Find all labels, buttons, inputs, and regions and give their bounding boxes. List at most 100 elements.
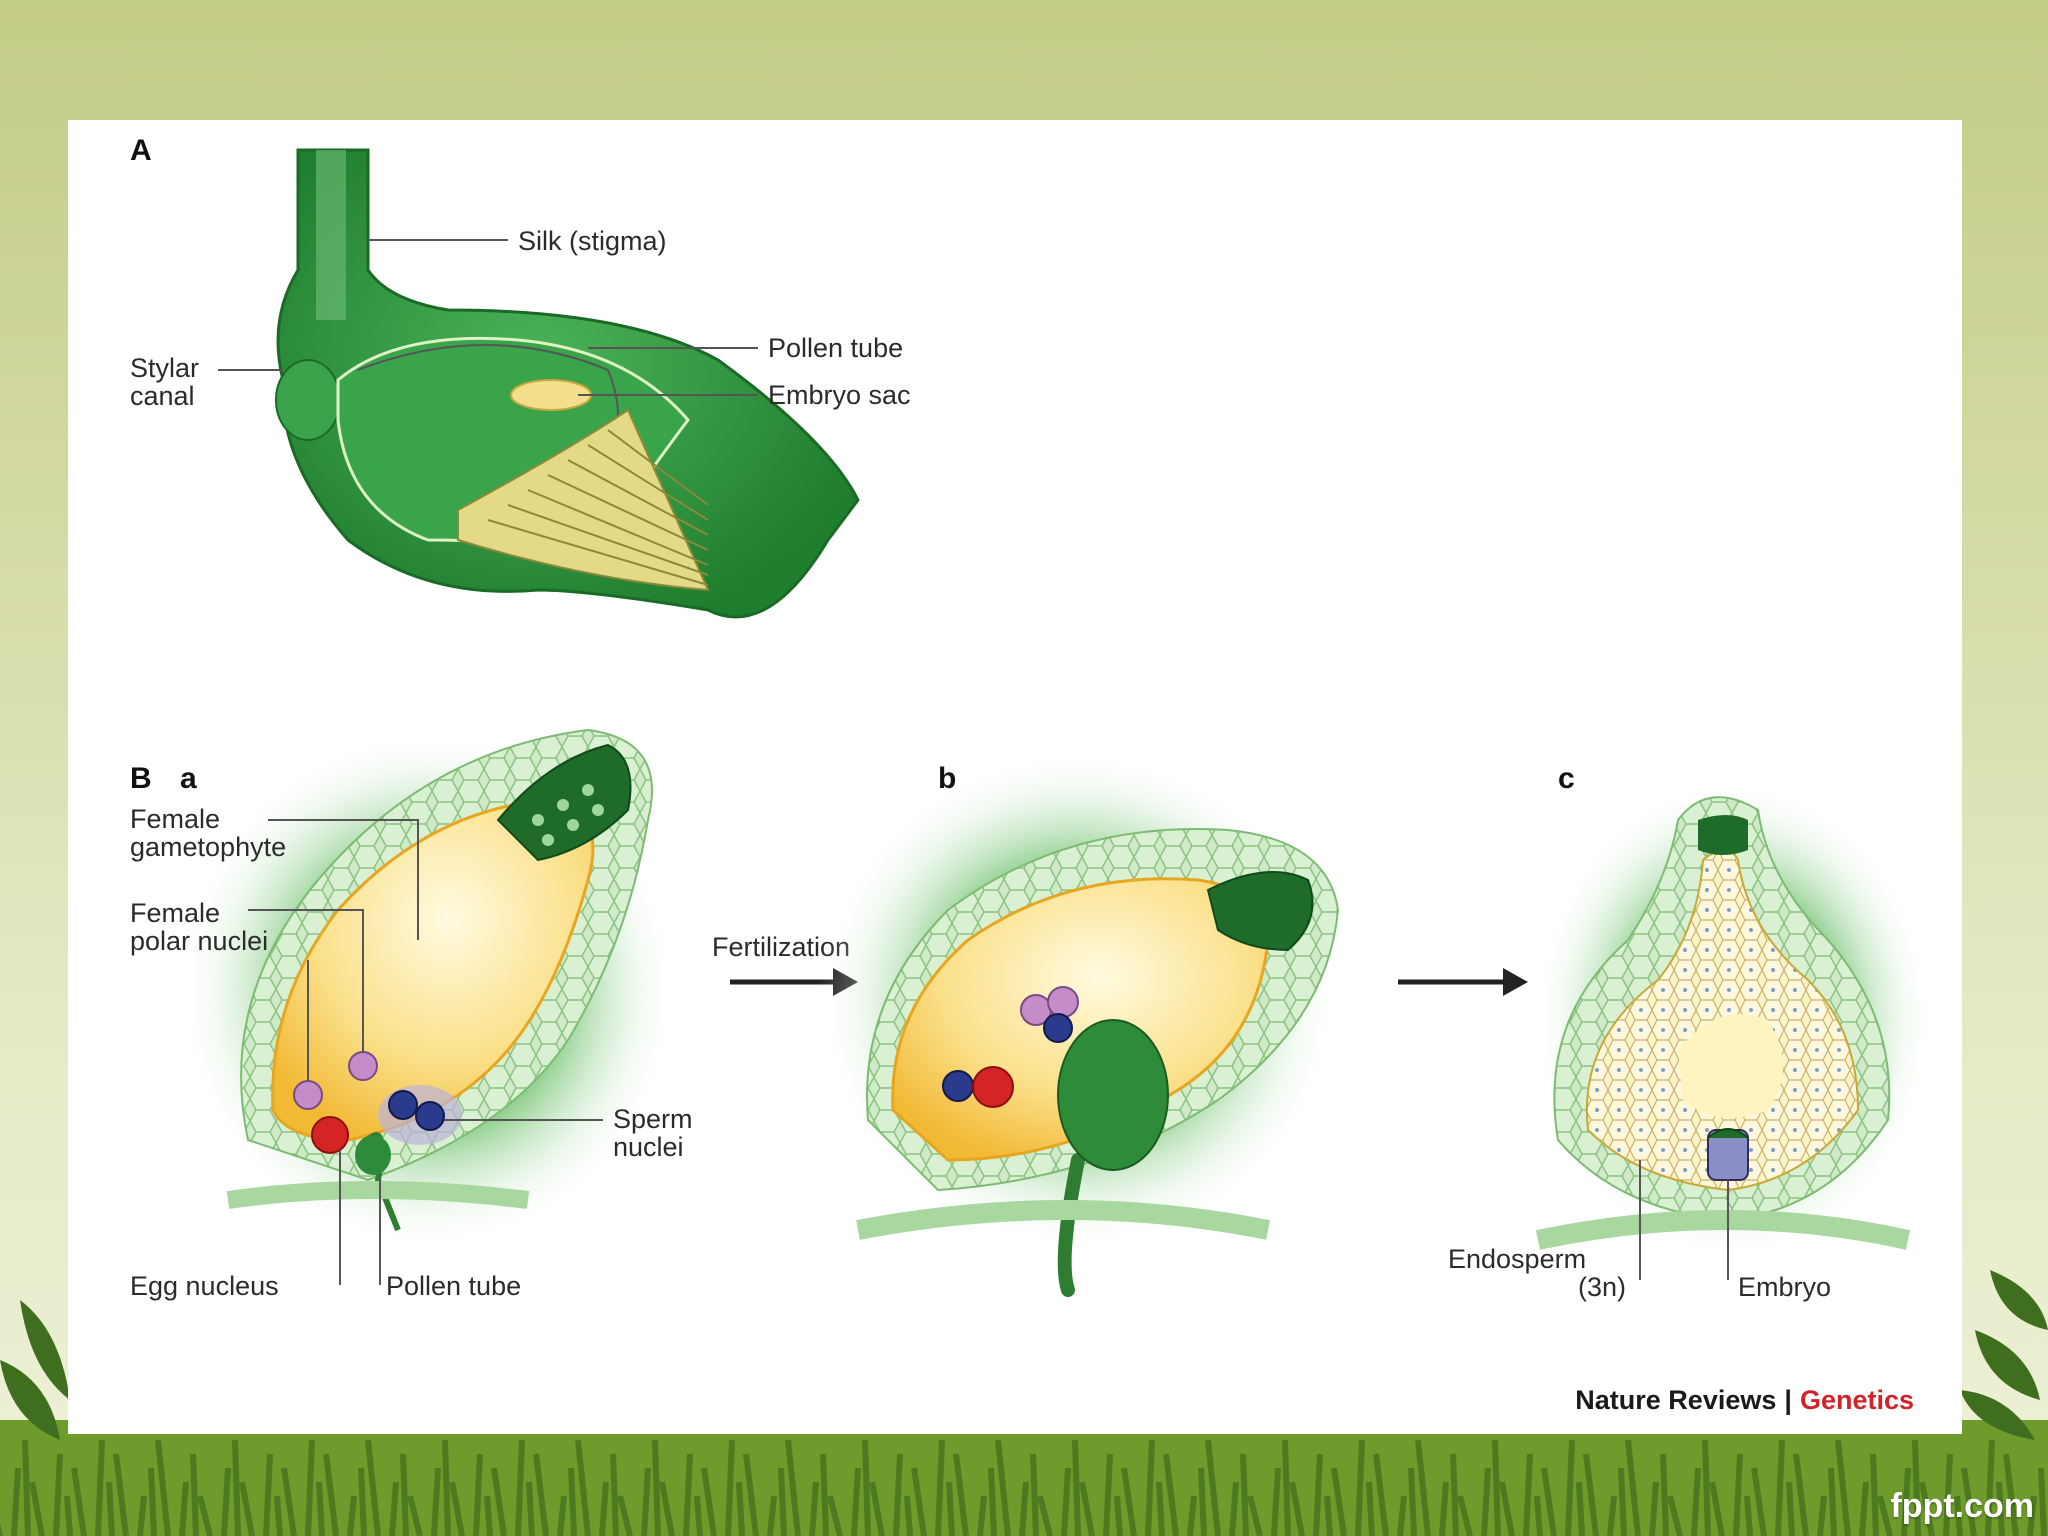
grass-blade <box>1187 1495 1197 1536</box>
grass-blade <box>316 1481 325 1536</box>
grass-blade <box>599 1481 609 1536</box>
central-sperm-nucleus <box>1043 1013 1073 1043</box>
grass-blade <box>1649 1481 1659 1536</box>
ovule-a <box>178 728 678 1250</box>
grass-blade <box>431 1467 441 1536</box>
grass-blade <box>2027 1495 2037 1536</box>
grass-blade <box>1660 1453 1669 1536</box>
grass-blade <box>1583 1453 1599 1536</box>
grass-blade <box>1079 1481 1095 1536</box>
grass-blade <box>1366 1481 1375 1536</box>
grass-blade <box>557 1495 567 1536</box>
central-cavity <box>1678 1014 1783 1118</box>
grass-blade <box>1271 1467 1281 1536</box>
grass-blade <box>1450 1453 1459 1536</box>
fertilization-diagram: A <box>130 134 1933 1302</box>
ovule-c-antipodal <box>1698 815 1748 855</box>
grass-blade <box>526 1481 535 1536</box>
ovule-a-embryo-sac <box>271 798 595 1142</box>
grass-blade <box>1408 1467 1417 1536</box>
stylar-canal-label-line1: Stylar <box>130 353 199 383</box>
ovule-c <box>1533 780 1933 1260</box>
silk-stigma-label: Silk (stigma) <box>518 226 667 256</box>
grass-blade <box>148 1467 157 1536</box>
grass-blade <box>778 1467 787 1536</box>
female-gametophyte-label-1: Female <box>130 804 220 834</box>
endosperm-label-1: Endosperm <box>1448 1244 1586 1274</box>
ovule-b-antipodal-cells <box>1206 871 1314 952</box>
panel-b-label: B <box>130 762 152 795</box>
sperm-nuclei-label-2: nuclei <box>613 1132 684 1162</box>
fppt-watermark: fppt.com <box>1890 1487 2034 1525</box>
grass-blade <box>1499 1481 1515 1536</box>
grass-blade <box>862 1439 871 1536</box>
polar-nuclei-leader-2 <box>248 909 364 1052</box>
fertilized-egg-nucleus <box>972 1066 1014 1108</box>
credit-publisher: Nature Reviews <box>1575 1385 1777 1415</box>
grass-blade <box>1415 1439 1431 1536</box>
leaf-right-decoration <box>1960 1270 2048 1440</box>
egg-nucleus-label: Egg nucleus <box>130 1271 279 1301</box>
grass-blade <box>281 1467 297 1536</box>
grass-blade <box>2003 1453 2019 1536</box>
pollen-tube-b-bulb <box>1057 1019 1169 1171</box>
grass-blade <box>64 1495 73 1536</box>
grass-blade <box>155 1439 171 1536</box>
grass-blade <box>29 1481 45 1536</box>
grass-blade <box>1954 1495 1963 1536</box>
grass-blade <box>11 1467 21 1536</box>
grass-blade <box>977 1495 987 1536</box>
ovule-b <box>818 750 1340 1297</box>
grass-blade <box>1523 1453 1533 1536</box>
grass-blade <box>515 1439 525 1536</box>
grass-blade <box>1919 1481 1935 1536</box>
grass-blade <box>701 1467 717 1536</box>
grass-blade <box>263 1453 273 1536</box>
grass-blade <box>1733 1453 1743 1536</box>
egg-nucleus <box>311 1116 349 1154</box>
grass-blade <box>694 1495 703 1536</box>
grass-blade <box>179 1481 189 1536</box>
grass-blade <box>1324 1495 1333 1536</box>
grass-blade <box>725 1439 735 1536</box>
grass-blade <box>221 1467 231 1536</box>
grass-blade <box>1702 1439 1711 1536</box>
panel-ba-label: a <box>180 762 197 795</box>
grass-blade <box>1625 1439 1641 1536</box>
grass-blade <box>1331 1467 1347 1536</box>
pollen-tube-b <box>1057 1153 1085 1297</box>
pollen-tube-a-tip <box>355 1135 391 1175</box>
grass-blade <box>53 1453 63 1536</box>
grass-blade <box>365 1439 381 1536</box>
grass-blade <box>190 1453 199 1536</box>
egg-sperm-nucleus <box>942 1070 974 1102</box>
grass-blade <box>1786 1481 1795 1536</box>
grass-blade <box>1667 1495 1683 1536</box>
grass-blade <box>1163 1453 1179 1536</box>
embryo-label: Embryo <box>1738 1272 1831 1302</box>
grass-blade <box>347 1495 357 1536</box>
grass-blade <box>1019 1481 1029 1536</box>
grass-blade <box>1282 1439 1291 1536</box>
grass-blade <box>1072 1439 1081 1536</box>
grass-blade <box>869 1481 885 1536</box>
grass-blade <box>239 1481 255 1536</box>
grass-blade <box>995 1439 1011 1536</box>
grass-blade <box>1751 1467 1767 1536</box>
grass-blade <box>1198 1467 1207 1536</box>
grass-blade <box>736 1481 745 1536</box>
polar-nucleus-1 <box>293 1080 323 1110</box>
grass-blade <box>785 1439 801 1536</box>
grass-blade <box>106 1481 115 1536</box>
grass-blade <box>568 1467 577 1536</box>
grass-blade <box>1373 1453 1389 1536</box>
grass-blade <box>1565 1439 1575 1536</box>
grass-blade <box>484 1495 493 1536</box>
grass-blade <box>641 1467 651 1536</box>
female-gametophyte-leader <box>268 819 419 940</box>
grass-blade <box>449 1481 465 1536</box>
grass-blade <box>820 1453 829 1536</box>
grass-blade <box>1355 1439 1365 1536</box>
grass-blade <box>274 1495 283 1536</box>
